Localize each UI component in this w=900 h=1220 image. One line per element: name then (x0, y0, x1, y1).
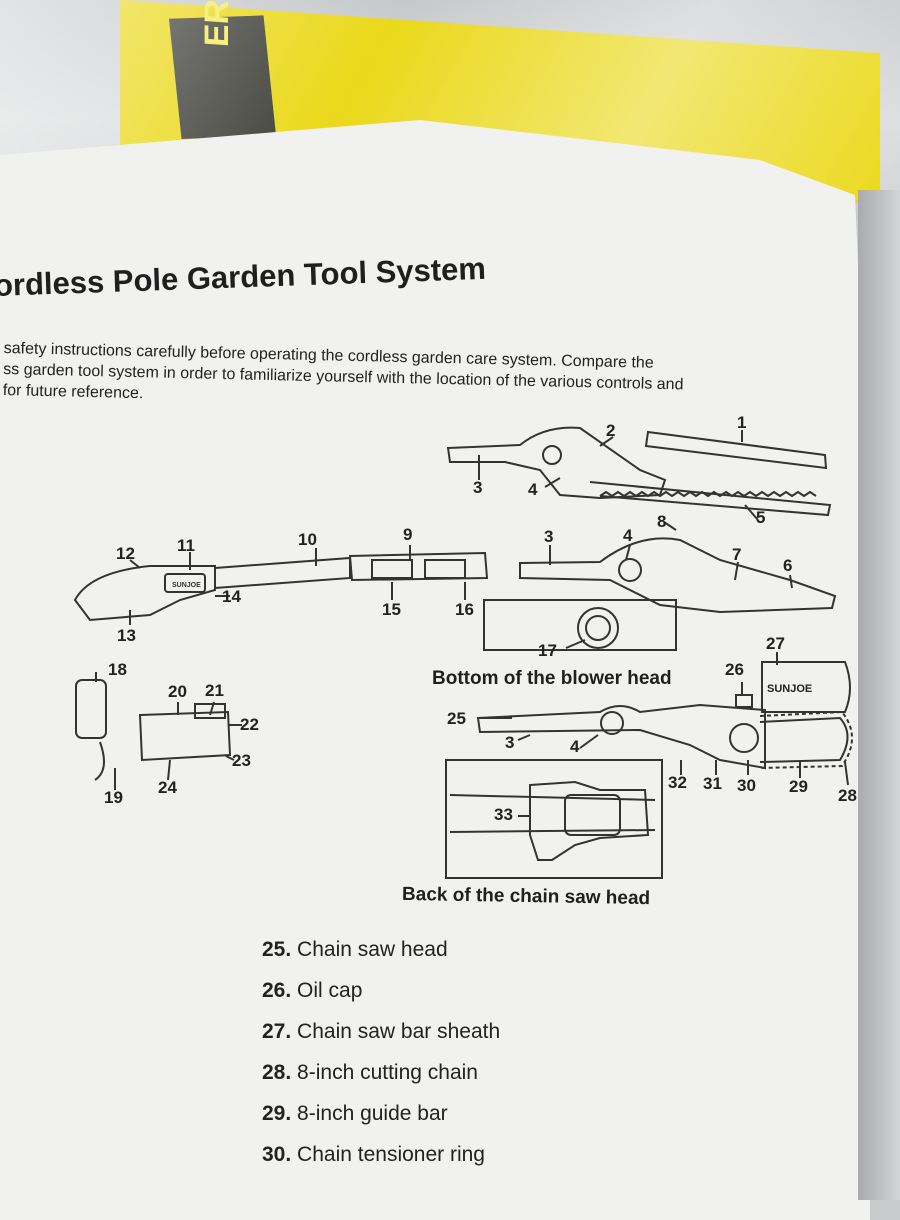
charger-cord (94, 741, 105, 781)
charger (75, 679, 107, 739)
blower-head (519, 537, 837, 614)
manual-page (0, 120, 870, 1220)
part-label: 5 (756, 508, 766, 527)
part-label: 14 (222, 587, 241, 606)
part-label: 3 (505, 733, 515, 752)
handle-body (73, 565, 216, 622)
pole-clamp-2 (424, 559, 466, 579)
handle-brand: SUNJOE (172, 582, 201, 589)
blower-bottom-inset (483, 599, 677, 651)
bar-sheath (761, 661, 851, 713)
part-label: 30 (737, 776, 756, 795)
part-label: 27 (766, 634, 785, 653)
handle-battery (164, 573, 206, 593)
part-label: 24 (158, 778, 177, 797)
hedge-teeth (599, 490, 817, 498)
pole-saw-head (446, 426, 667, 500)
part-label: 15 (382, 600, 401, 619)
part-label: 26 (725, 660, 744, 679)
sheath-brand: SUNJOE (767, 683, 812, 695)
part-label: 32 (668, 773, 687, 792)
part-label: 16 (455, 600, 474, 619)
part-label: 21 (205, 681, 224, 700)
pole-shaft (214, 556, 351, 589)
hedge-blade-cover (644, 430, 828, 470)
part-label: 8 (657, 512, 667, 531)
part-label: 28 (838, 786, 857, 805)
part-label: 1 (737, 413, 747, 432)
part-label: 19 (104, 788, 123, 807)
part-label: 31 (703, 774, 722, 793)
chainsaw-head (476, 703, 766, 770)
guide-bar (759, 716, 849, 763)
parts-list: 25. Chain saw head 26. Oil cap 27. Chain… (262, 938, 500, 1184)
part-label: 9 (403, 525, 413, 544)
part-label: 12 (116, 544, 135, 563)
list-item: 30. Chain tensioner ring (262, 1143, 485, 1166)
part-label: 13 (117, 626, 136, 645)
part-label: 7 (732, 545, 742, 564)
part-label: 10 (298, 530, 317, 549)
pole-coupler (348, 551, 489, 582)
part-label: 11 (177, 536, 195, 555)
chainsaw-back-inset (445, 759, 663, 879)
blower-intake (577, 607, 619, 649)
pole-saw-sprocket (542, 445, 562, 465)
tensioner-ring (729, 723, 759, 753)
list-item: 29. 8-inch guide bar (262, 1102, 448, 1125)
cutting-chain (759, 710, 853, 769)
list-item: 27. Chain saw bar sheath (262, 1020, 501, 1043)
part-label: 6 (783, 556, 793, 575)
part-label: 29 (789, 777, 808, 796)
part-label: 4 (623, 526, 633, 545)
chainsaw-back-body (529, 780, 650, 861)
part-label: 33 (494, 805, 513, 824)
part-label: 2 (606, 421, 616, 440)
part-label: 23 (232, 751, 251, 770)
chainsaw-knob (600, 711, 624, 735)
chainsaw-back-caption: Back of the chain saw head (401, 883, 651, 910)
pole-clamp-1 (371, 559, 413, 579)
part-label: 3 (544, 527, 554, 546)
part-label: 4 (570, 737, 580, 756)
part-label: 4 (528, 480, 538, 499)
blower-bottom-caption: Bottom of the blower head (432, 668, 672, 689)
part-label: 18 (108, 660, 127, 679)
list-item: 28. 8-inch cutting chain (262, 1061, 478, 1084)
part-label: 20 (168, 682, 187, 701)
list-item: 26. Oil cap (262, 979, 363, 1002)
oil-cap (735, 694, 753, 708)
blower-dial (618, 558, 642, 582)
hedge-blade (589, 481, 832, 517)
part-label: 25 (447, 709, 466, 728)
part-label: 22 (240, 715, 259, 734)
battery-pack (138, 710, 232, 762)
list-item: 25. Chain saw head (262, 938, 448, 961)
page-edge (858, 190, 900, 1200)
part-label: 17 (538, 641, 557, 660)
part-label: 3 (473, 478, 483, 497)
